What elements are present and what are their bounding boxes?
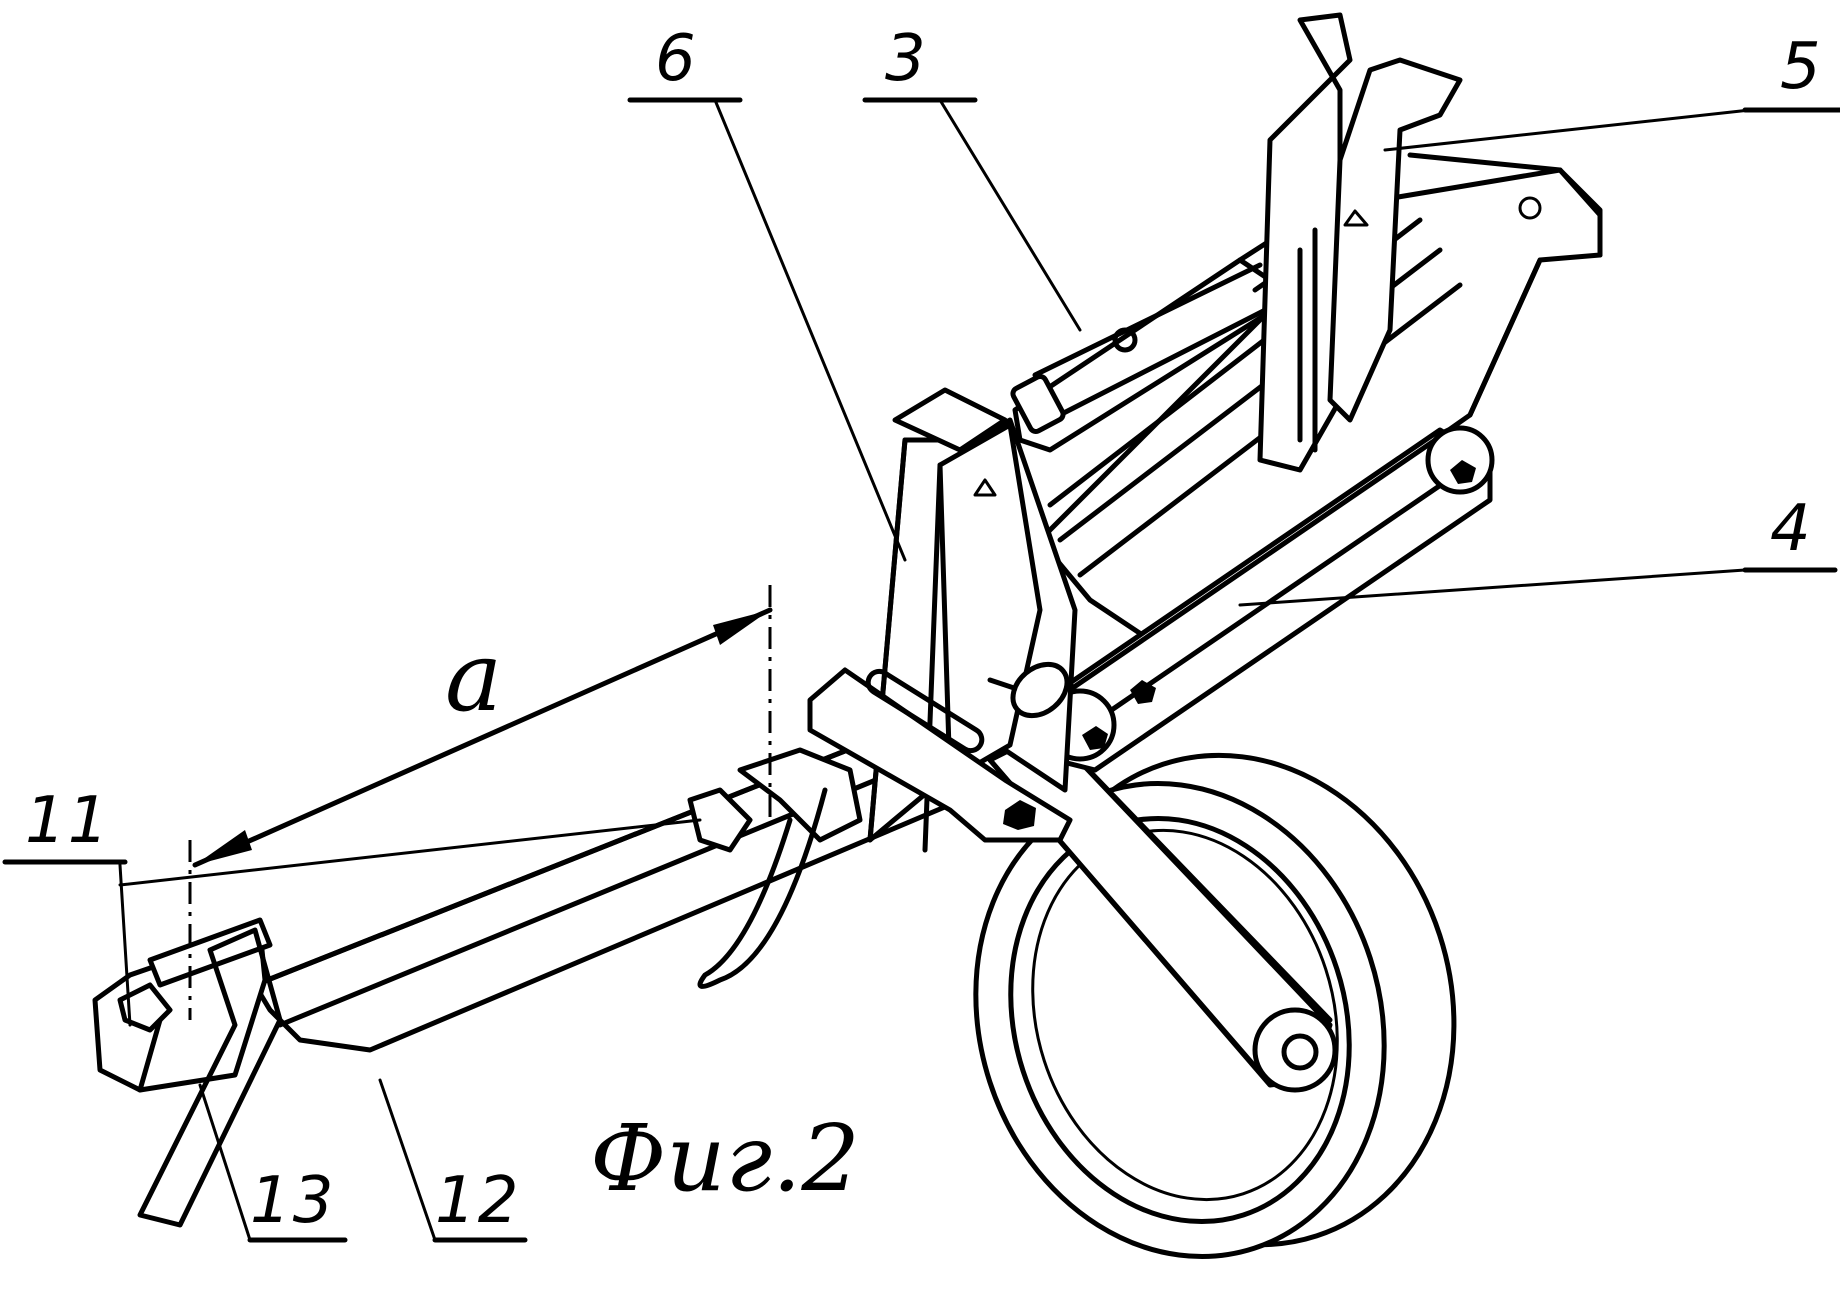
callout-5-label: 5 bbox=[1780, 30, 1823, 104]
callout-13: 13 bbox=[247, 1164, 348, 1243]
callout-13-label: 13 bbox=[250, 1164, 335, 1238]
front-adjuster bbox=[92, 917, 283, 1228]
clamp-plate bbox=[807, 667, 1073, 843]
callout-11-label: 11 bbox=[25, 784, 110, 858]
callout-4-label: 4 bbox=[1770, 492, 1813, 566]
tall-bracket bbox=[1257, 12, 1463, 473]
link-arm bbox=[1042, 425, 1495, 773]
dimension-letter: a bbox=[445, 621, 502, 733]
callout-6: 6 bbox=[627, 22, 743, 103]
wheel-arm bbox=[987, 727, 1338, 1093]
callout-11: 11 bbox=[2, 784, 128, 865]
dimension-a bbox=[188, 585, 773, 1020]
leader-lines bbox=[118, 98, 1752, 1242]
callout-3: 3 bbox=[862, 22, 978, 103]
figure-caption: Фиг.2 bbox=[590, 1105, 860, 1212]
callout-12-label: 12 bbox=[435, 1164, 520, 1238]
callout-3-label: 3 bbox=[885, 22, 928, 96]
callout-4: 4 bbox=[1742, 492, 1838, 573]
callout-6-label: 6 bbox=[655, 22, 698, 96]
callout-12: 12 bbox=[432, 1164, 528, 1243]
callout-5: 5 bbox=[1742, 30, 1840, 113]
